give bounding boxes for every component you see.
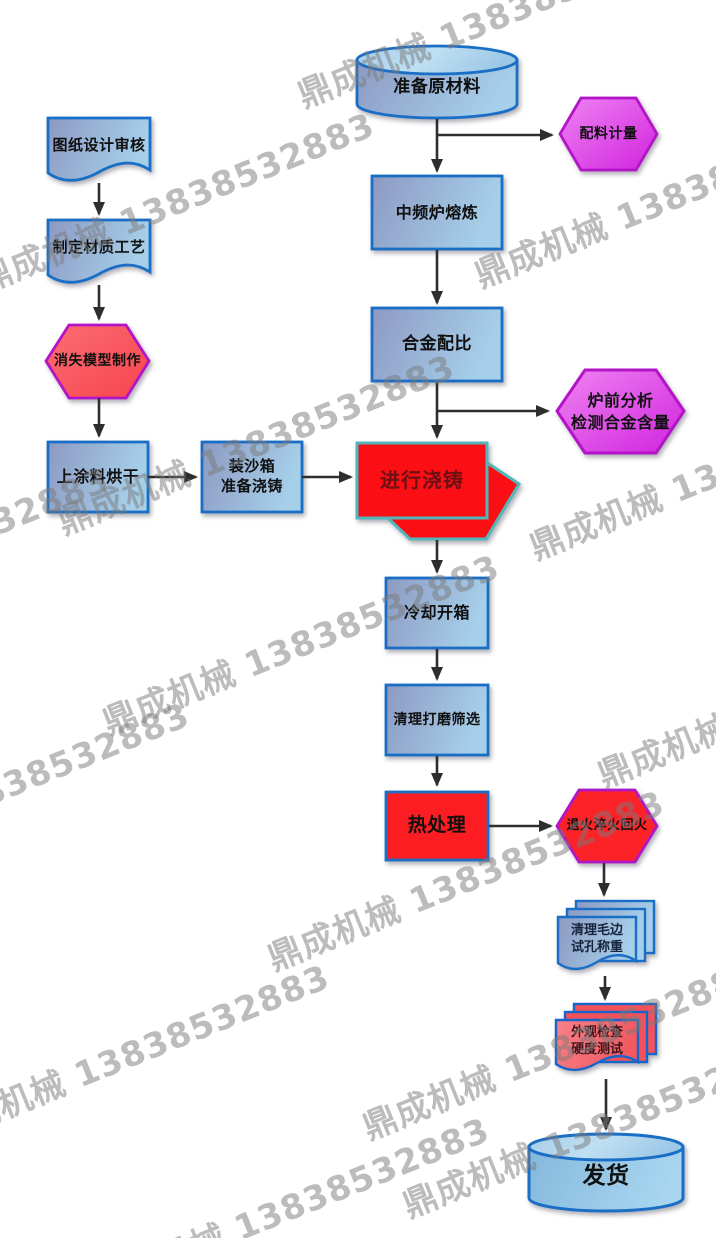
node-inspect-document-stack [554, 1002, 658, 1072]
node-ship-cylinder [527, 1132, 685, 1213]
node-annealing-hexagon [555, 788, 659, 864]
node-material-document [46, 218, 152, 284]
node-batching-hexagon [558, 96, 659, 172]
node-prepare-cylinder [355, 44, 519, 120]
node-grinding-rect [384, 683, 490, 757]
node-heat-rect [384, 790, 490, 862]
node-coating-rect [46, 440, 150, 514]
node-sandbox-rect [200, 440, 304, 514]
node-alloy-rect [370, 306, 504, 383]
node-melting-rect [370, 174, 504, 251]
node-cooling-rect [384, 576, 490, 650]
node-burr-document-stack [556, 899, 656, 971]
node-design-document [46, 116, 152, 182]
flow-arrows [93, 119, 612, 1131]
node-casting-shape [355, 441, 522, 541]
node-analysis-hexagon [555, 368, 686, 455]
node-lostfoam-hexagon [44, 323, 151, 400]
